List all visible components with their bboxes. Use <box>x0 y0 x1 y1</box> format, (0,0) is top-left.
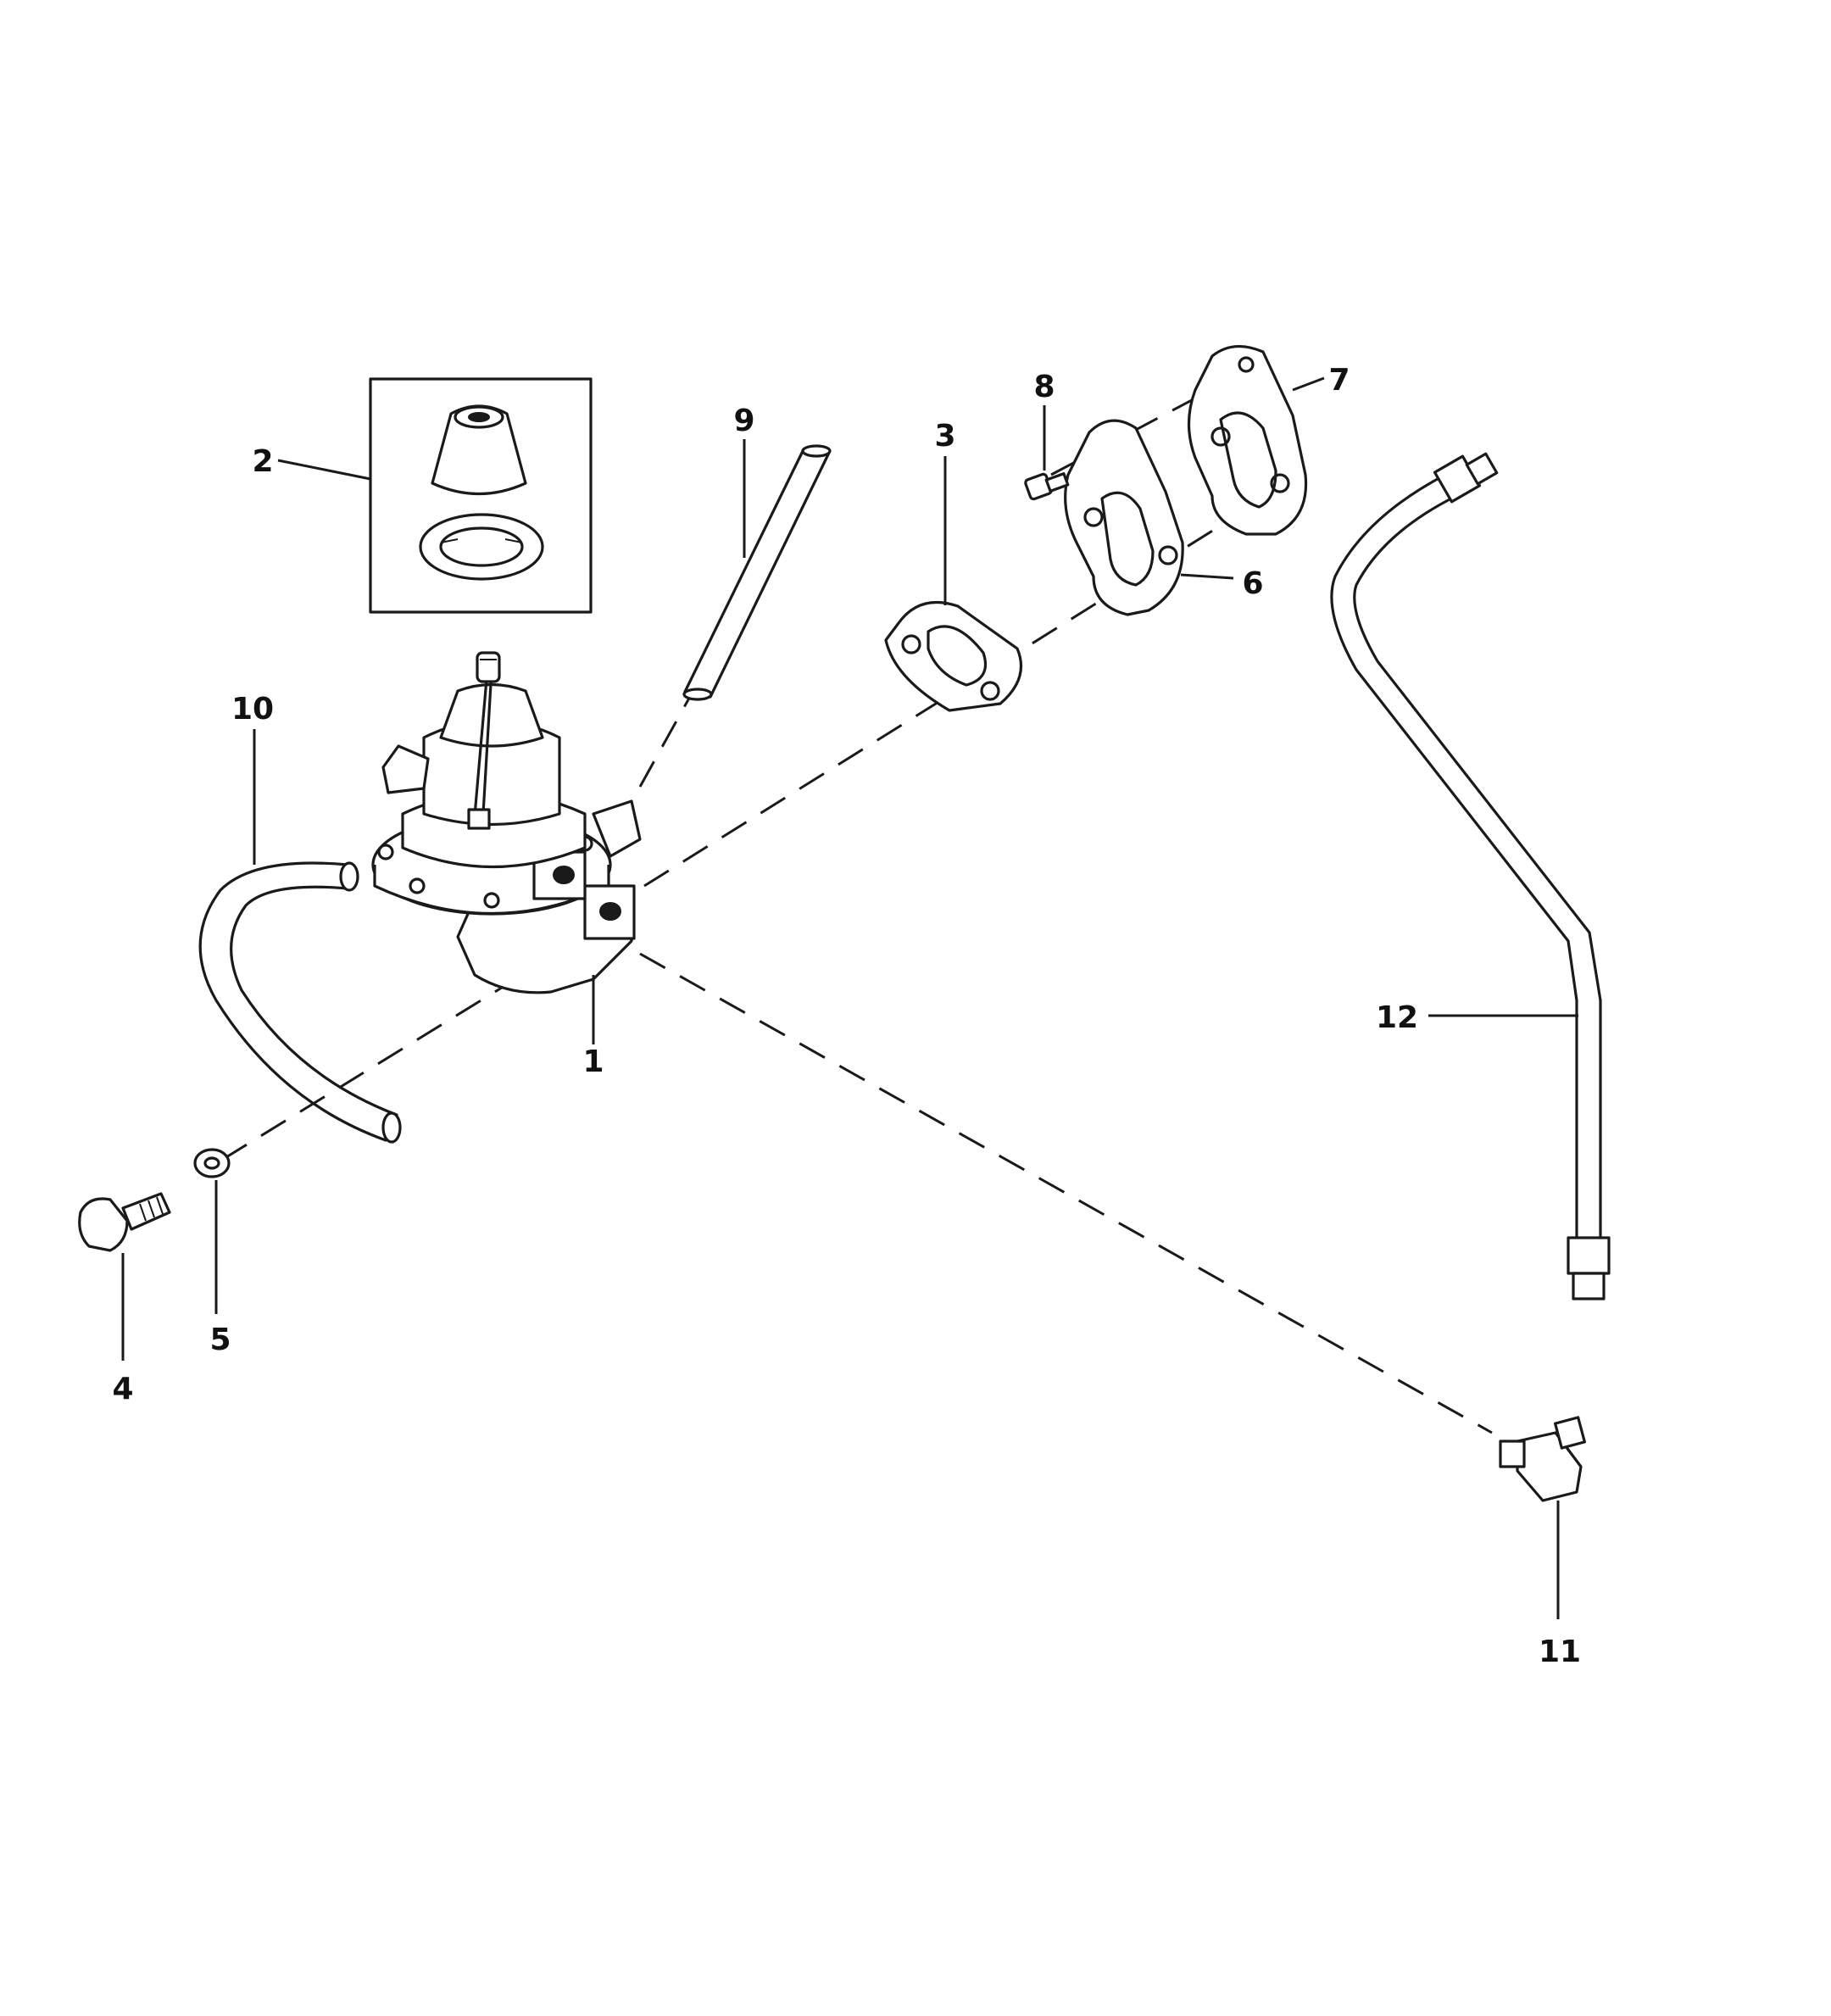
plate-6-outline <box>1064 419 1184 616</box>
pump-flange-screw <box>483 892 500 909</box>
part-5-washer <box>193 1148 231 1178</box>
alignment-line-elbow <box>639 952 1493 1434</box>
part-10-hose <box>198 861 402 1144</box>
hose-10-end-bottom <box>381 1111 402 1144</box>
plate-7-opening <box>1219 411 1277 509</box>
leader-6 <box>1180 573 1234 580</box>
fuel-line-12-fitting-top <box>1465 452 1499 486</box>
part-2-kit <box>369 377 593 614</box>
gasket-3-opening <box>927 625 988 687</box>
fuel-line-12-edge-b <box>1353 494 1602 1239</box>
callout-5: 5 <box>209 1323 231 1357</box>
leader-2 <box>277 459 371 481</box>
bolt-4-threads <box>139 1196 164 1222</box>
callout-10: 10 <box>231 692 274 727</box>
callout-3: 3 <box>934 419 955 454</box>
part-7-plate <box>1187 344 1308 536</box>
kit-seal-inner <box>439 526 524 567</box>
hose-9-body <box>683 448 831 699</box>
part-12-fuel-line <box>1330 452 1611 1300</box>
callout-1: 1 <box>582 1044 604 1079</box>
hose-9-end-bottom <box>682 688 713 701</box>
plate-6-opening <box>1100 491 1155 587</box>
pump-mount-tab <box>592 799 642 858</box>
gasket-3-hole <box>980 681 1000 701</box>
fuel-line-12-nut-bottom <box>1567 1236 1611 1275</box>
pump-side-bracket <box>381 744 430 794</box>
part-1-fuel-pump <box>371 651 642 994</box>
pump-outlet-hole <box>599 902 621 921</box>
leader-lines <box>121 376 1578 1619</box>
fuel-line-12-fitting-bottom <box>1572 1272 1606 1300</box>
callout-6: 6 <box>1242 566 1263 601</box>
screw-8-shank <box>1044 472 1070 493</box>
pump-top-screw <box>476 651 501 683</box>
pump-flange-screw <box>377 844 394 860</box>
callout-12: 12 <box>1376 1000 1418 1035</box>
plate-6-hole <box>1083 507 1104 527</box>
pump-bale <box>473 668 493 817</box>
plate-7-hole <box>1210 426 1231 447</box>
kit-seal-slot <box>440 538 459 543</box>
part-8-screw <box>1024 472 1070 501</box>
plate-7-outline <box>1187 344 1308 536</box>
kit-seal-slot <box>504 538 523 543</box>
pump-flange-screw <box>409 877 426 894</box>
part-9-hose <box>682 444 832 701</box>
callout-9: 9 <box>733 404 754 438</box>
callout-2: 2 <box>252 444 273 479</box>
elbow-11-body <box>1516 1431 1583 1502</box>
callout-7: 7 <box>1328 363 1350 398</box>
hose-10-end-top <box>339 861 359 892</box>
pump-inlet-hole <box>553 866 575 884</box>
bolt-4-head <box>78 1197 129 1252</box>
leader-7 <box>1292 376 1325 392</box>
part-11-elbow <box>1499 1416 1587 1502</box>
pump-bale-clip <box>467 808 491 830</box>
plate-6-hole <box>1158 545 1178 565</box>
callout-11: 11 <box>1539 1635 1581 1669</box>
callout-4: 4 <box>112 1372 133 1406</box>
plate-7-hole <box>1238 356 1255 373</box>
hose-10-outer <box>198 861 387 1142</box>
hose-9-end-top <box>801 444 832 458</box>
kit-valve-bore <box>468 412 490 422</box>
plate-7-hole <box>1270 473 1290 493</box>
elbow-11-thread <box>1499 1440 1526 1468</box>
gasket-3-hole <box>901 634 921 654</box>
part-4-bolt <box>78 1192 171 1252</box>
elbow-11-flare <box>1553 1416 1587 1450</box>
washer-5-inner <box>203 1156 220 1170</box>
callout-8: 8 <box>1033 370 1055 404</box>
part-6-plate <box>1064 419 1184 616</box>
hose-10-inner <box>230 885 398 1117</box>
fuel-line-12-edge-a <box>1330 473 1578 1239</box>
pump-dome-top <box>439 682 544 748</box>
part-3-gasket <box>884 600 1023 712</box>
gasket-3-outline <box>884 600 1023 712</box>
callout-labels: 1 2 3 4 5 6 7 8 9 10 11 12 <box>112 363 1581 1669</box>
alignment-line-bolt <box>221 982 509 1161</box>
